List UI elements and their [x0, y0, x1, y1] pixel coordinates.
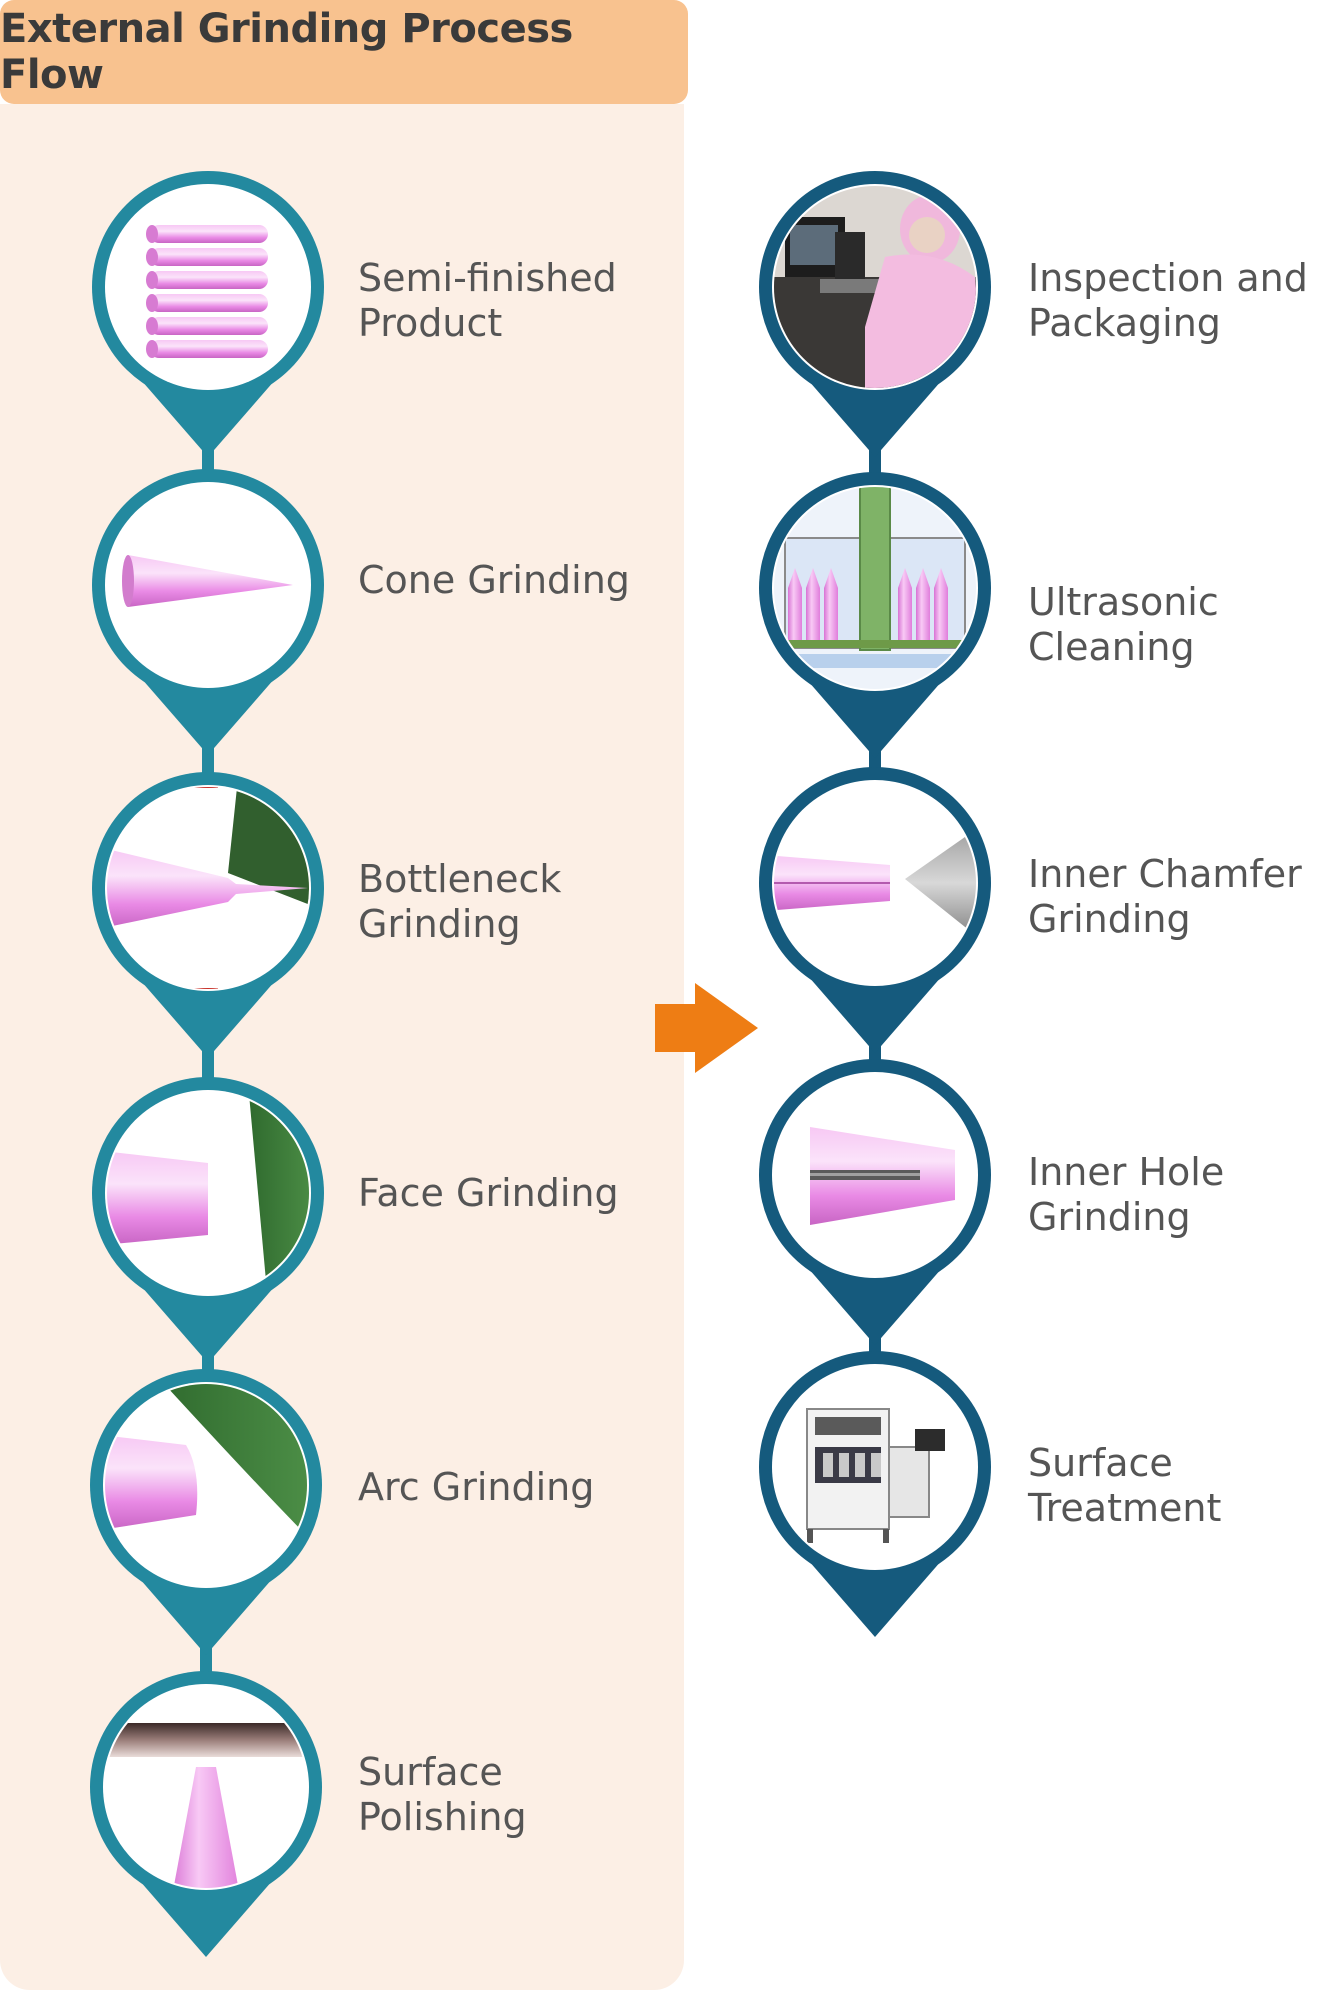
step-label-arc-grinding: Arc Grinding	[358, 1465, 595, 1509]
surface-polishing-icon	[105, 1723, 307, 1888]
page-title: External Grinding Process Flow	[0, 0, 688, 104]
step-marker-left-2	[92, 469, 324, 755]
step-label-surface-polishing: Surface Polishing	[358, 1750, 527, 1839]
step-marker-right-1	[759, 171, 991, 457]
left-panel-background	[0, 104, 684, 1990]
arrow-right-icon	[655, 983, 758, 1073]
arc-grinding-icon	[105, 1384, 307, 1545]
step-marker-left-4	[92, 1077, 324, 1363]
inner-chamfer-grinding-icon	[774, 823, 976, 943]
step-label-inner-chamfer-grinding: Inner Chamfer Grinding	[1028, 852, 1302, 941]
inner-hole-grinding-icon	[810, 1127, 955, 1225]
step-marker-right-2	[759, 472, 991, 758]
surface-treatment-machine-icon	[774, 1366, 976, 1568]
step-markers	[90, 171, 991, 1957]
step-label-inspection-packaging: Inspection and Packaging	[1028, 256, 1308, 345]
step-marker-left-5	[90, 1369, 322, 1655]
step-label-inner-hole-grinding: Inner Hole Grinding	[1028, 1150, 1225, 1239]
rod-bundle-icon	[146, 225, 268, 358]
step-label-surface-treatment: Surface Treatment	[1028, 1441, 1222, 1530]
step-marker-right-5	[759, 1351, 991, 1637]
step-label-cone-grinding: Cone Grinding	[358, 558, 630, 602]
step-label-face-grinding: Face Grinding	[358, 1171, 619, 1215]
step-marker-left-3	[92, 772, 324, 1058]
step-marker-left-1	[92, 171, 324, 457]
step-marker-right-4	[759, 1059, 991, 1345]
step-marker-right-3	[759, 767, 991, 1053]
step-label-bottleneck-grinding: Bottleneck Grinding	[358, 857, 562, 946]
step-marker-left-6	[90, 1671, 322, 1957]
step-label-semi-finished: Semi-finished Product	[358, 256, 617, 345]
step-label-ultrasonic-cleaning: Ultrasonic Cleaning	[1028, 580, 1219, 669]
cone-grinding-icon	[122, 555, 293, 607]
ultrasonic-cleaning-icon	[774, 487, 976, 689]
